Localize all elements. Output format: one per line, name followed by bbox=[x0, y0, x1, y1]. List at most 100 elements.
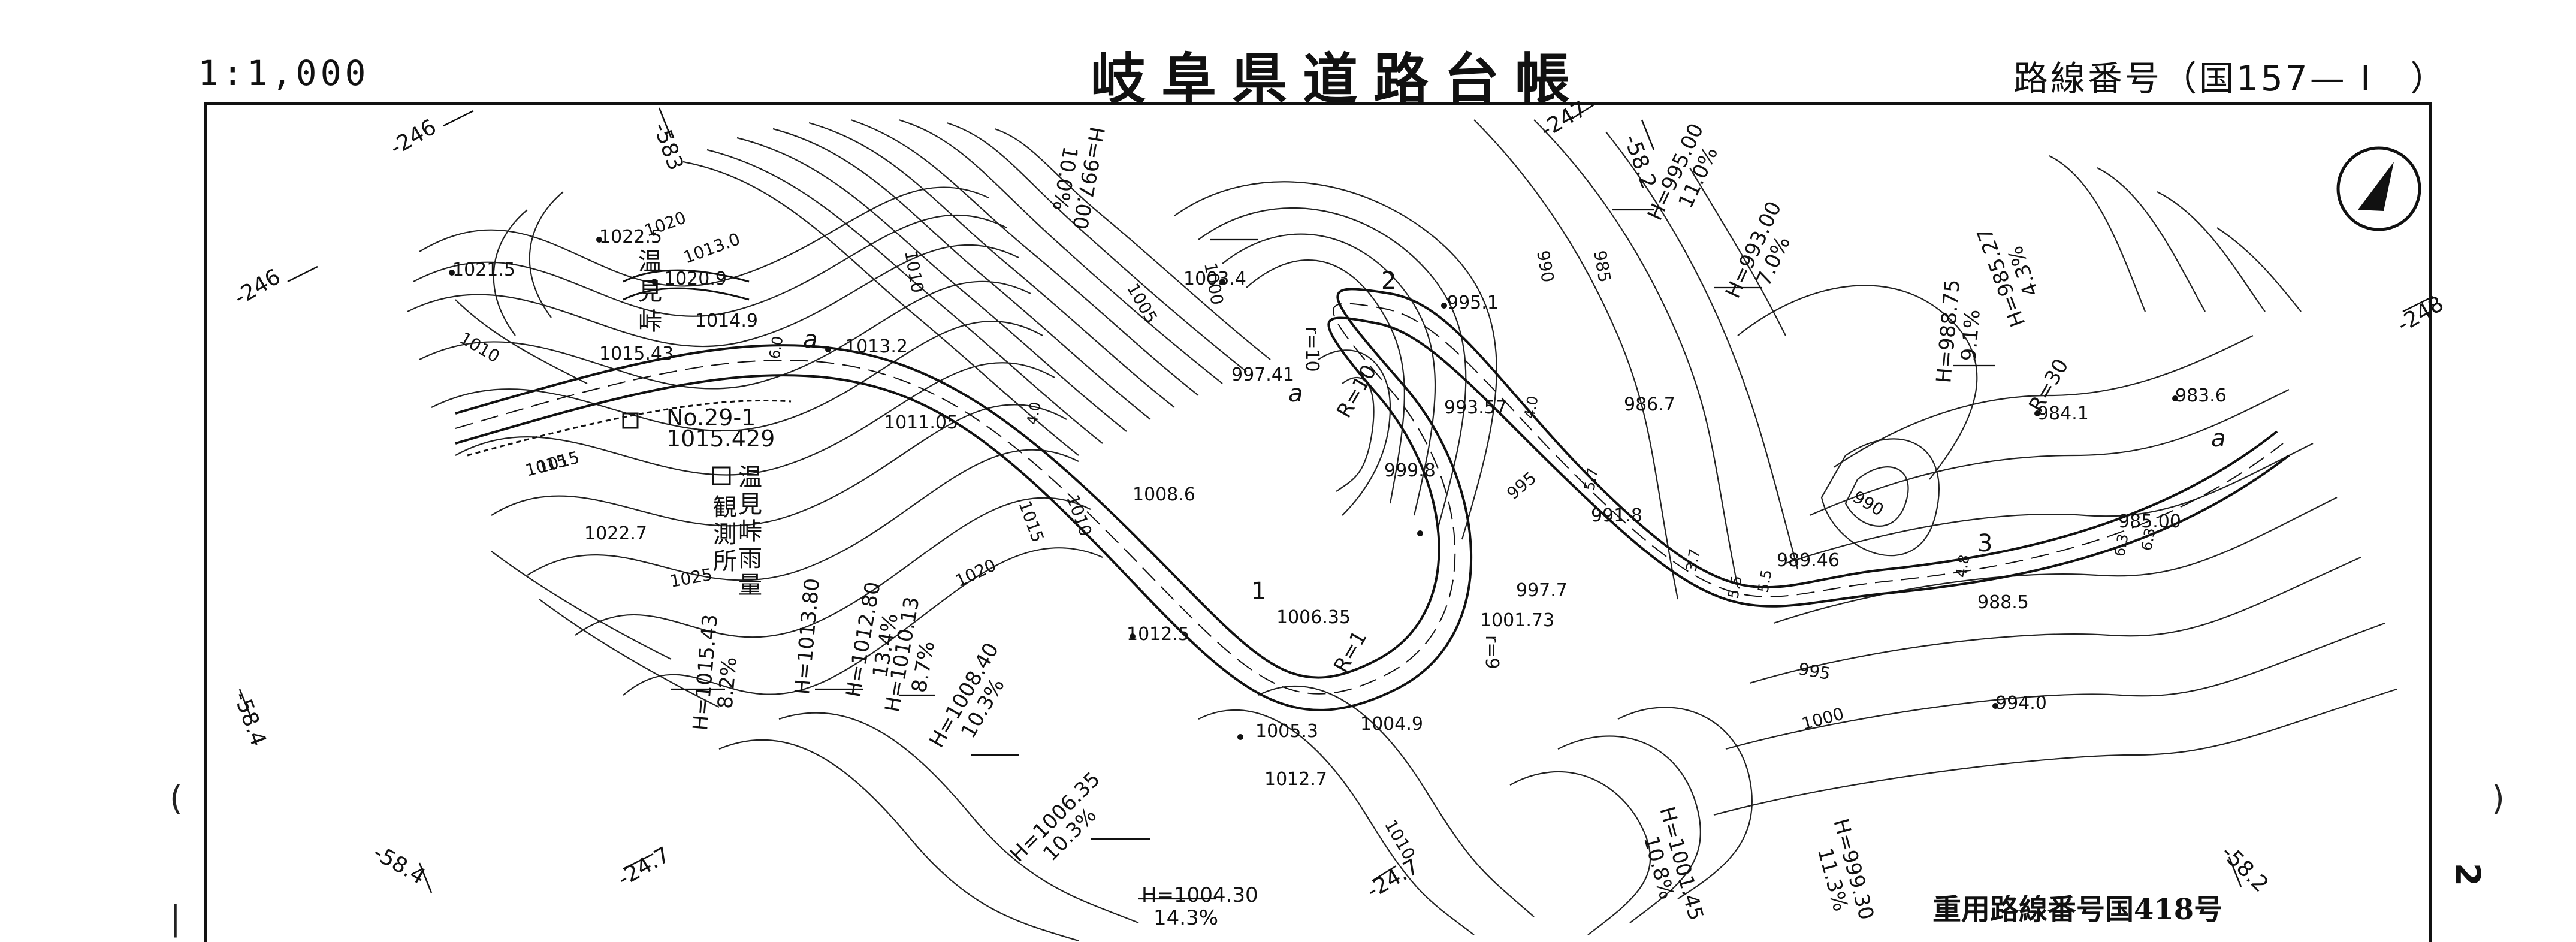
spot-height: 1008.6 bbox=[1133, 484, 1195, 505]
contour-label: 1000 bbox=[1200, 261, 1227, 306]
road-width: 6.3 bbox=[2138, 527, 2158, 552]
spot-height: 989.46 bbox=[1777, 550, 1840, 571]
road-width: 6.3 bbox=[2111, 533, 2131, 558]
spot-height: 1022.5 bbox=[599, 227, 662, 247]
station-labels: a a 1 2 3 a bbox=[803, 267, 2226, 605]
sheet-number: 2 bbox=[2448, 863, 2487, 886]
left-edge-tick: | bbox=[170, 899, 181, 938]
grid-label-texts: -246 -583 -246 -247 -58.2 -248 -58.4 -58… bbox=[229, 96, 2448, 903]
station-building-label: 観 測 所 温 見 峠 雨 量 bbox=[713, 464, 762, 599]
building-char: 雨 bbox=[738, 545, 762, 572]
contour-label: 1025 bbox=[668, 564, 714, 591]
grade-percent: 9.1% bbox=[1956, 309, 1985, 363]
spot-height: 991.8 bbox=[1591, 505, 1642, 526]
contour-label: 1010 bbox=[901, 249, 928, 294]
road-width: 5.5 bbox=[1754, 569, 1775, 594]
overlap-route-note: 重用路線番号国418号 bbox=[1932, 893, 2223, 926]
spot-height: 1001.73 bbox=[1480, 610, 1554, 631]
road-width: 4.8 bbox=[1952, 554, 1973, 579]
spot-height: 995.1 bbox=[1447, 292, 1499, 313]
spot-height-texts: 1021.5 1022.5 1020.9 1014.9 1015.43 1013… bbox=[452, 227, 2227, 790]
contour-label: 1015 bbox=[535, 447, 581, 477]
rain-gauge-station bbox=[712, 466, 731, 485]
grade-leaders bbox=[671, 209, 1995, 900]
grid-label: -583 bbox=[648, 119, 688, 174]
benchmark-marker bbox=[622, 412, 639, 429]
grid-label: -247 bbox=[1536, 96, 1591, 142]
grid-label: -248 bbox=[2393, 291, 2448, 337]
left-edge-mark: ( bbox=[170, 779, 183, 818]
station-label: 1 bbox=[1251, 578, 1266, 605]
grid-label: -246 bbox=[230, 264, 285, 310]
grid-label: -24.7 bbox=[614, 843, 674, 892]
building-char: 所 bbox=[713, 548, 737, 575]
road-width: 5.7 bbox=[1581, 467, 1601, 492]
contour-label: 1010 bbox=[1381, 816, 1419, 863]
benchmark-height: 1015.429 bbox=[666, 425, 775, 452]
spot-height: 1006.35 bbox=[1276, 607, 1351, 628]
road-width: 5.5 bbox=[1725, 575, 1745, 600]
benchmark-number: No.29-1 bbox=[666, 404, 756, 431]
spot-height: 1020.9 bbox=[664, 268, 727, 289]
contour-label: 995 bbox=[1503, 468, 1540, 504]
spot-height: 993.57 bbox=[1444, 397, 1507, 418]
spot-height: 1012.7 bbox=[1264, 769, 1327, 790]
route-number: 路線番号（国157— Ⅰ ） bbox=[2013, 58, 2448, 99]
road-width: 4.0 bbox=[1023, 401, 1044, 426]
spot-height: 1021.5 bbox=[452, 259, 515, 280]
place-name-char: 見 bbox=[638, 278, 662, 306]
station-label: a bbox=[803, 326, 818, 354]
contour-label: 985 bbox=[1590, 249, 1615, 283]
building-char: 観 bbox=[713, 494, 737, 521]
spot-height: 997.7 bbox=[1516, 580, 1568, 601]
benchmark-label: No.29-1 1015.429 bbox=[666, 404, 775, 452]
map-scale: 1:1,000 bbox=[198, 53, 370, 93]
spot-height: 985.00 bbox=[2118, 511, 2181, 532]
grid-label: -58.4 bbox=[369, 840, 430, 889]
road-width: 4.0 bbox=[1521, 395, 1541, 420]
contour-label: 1010 bbox=[457, 328, 503, 366]
building-char: 量 bbox=[738, 572, 762, 599]
place-name-char: 温 bbox=[638, 248, 662, 276]
curve-label: r=9 bbox=[1481, 635, 1502, 669]
station-label: a bbox=[1288, 380, 1303, 407]
grade-percent: 8.2% bbox=[713, 656, 741, 710]
contour-label: 1015 bbox=[1014, 498, 1047, 545]
spot-height: 1011.05 bbox=[884, 412, 958, 433]
spot-height: 1005.3 bbox=[1255, 721, 1318, 742]
building-char: 峠 bbox=[738, 518, 762, 545]
map-frame bbox=[204, 102, 2432, 942]
spot-height: 1012.5 bbox=[1127, 624, 1189, 645]
spot-height: 1014.9 bbox=[695, 310, 758, 331]
contour-label: 1013.0 bbox=[681, 229, 742, 268]
grid-label: -24.7 bbox=[1363, 855, 1423, 904]
spot-height-markers bbox=[449, 237, 2178, 740]
spot-height: 1004.9 bbox=[1360, 714, 1423, 735]
grid-label: -58.2 bbox=[2216, 840, 2273, 897]
place-name-char: 峠 bbox=[638, 308, 662, 336]
spot-height: 986.7 bbox=[1624, 394, 1675, 415]
contour-label: 1005 bbox=[1123, 280, 1161, 327]
grid-label: -58.4 bbox=[229, 689, 271, 750]
old-road bbox=[467, 269, 792, 457]
spot-height: 1003.4 bbox=[1183, 268, 1246, 289]
spot-height: 994.0 bbox=[1995, 693, 2047, 714]
spot-height: 999.8 bbox=[1384, 460, 1436, 481]
contour-label: 995 bbox=[1797, 659, 1832, 684]
spot-height: 1022.7 bbox=[584, 523, 647, 544]
spot-height: 997.41 bbox=[1231, 364, 1294, 385]
contour-label: 990 bbox=[1533, 249, 1558, 283]
grid-label: -246 bbox=[386, 114, 440, 160]
grade-height: H=1004.30 bbox=[1141, 883, 1258, 907]
spot-height: 984.1 bbox=[2037, 403, 2089, 424]
road-width-labels: 6.0 4.0 4.0 5.7 3.7 5.5 5.5 4.8 6.3 6.3 bbox=[766, 335, 2158, 600]
grade-height: H=1013.80 bbox=[790, 577, 825, 695]
spot-height: 988.5 bbox=[1977, 592, 2029, 613]
spot-height: 1015.43 bbox=[599, 343, 674, 364]
contour-label-texts: 1020 1010 1005 1000 990 985 1015 1025 10… bbox=[457, 207, 1888, 863]
contour-label: 1020 bbox=[642, 207, 688, 240]
building-char: 測 bbox=[713, 521, 737, 548]
place-name: 温 見 峠 bbox=[638, 248, 662, 336]
station-label: 3 bbox=[1977, 530, 1992, 557]
